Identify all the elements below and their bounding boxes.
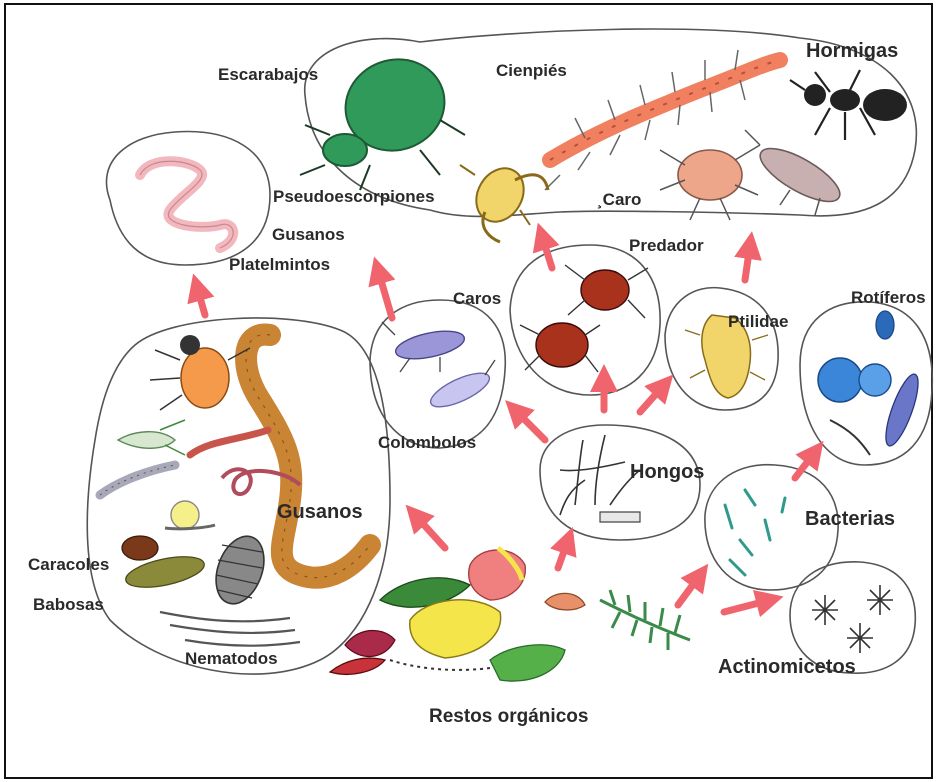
label-colombolos: Colombolos — [378, 433, 476, 452]
centipede-illustration — [545, 50, 780, 190]
rotifer-icon-1 — [818, 358, 862, 402]
leaf-bright-green-icon — [490, 645, 565, 681]
leaf-yellow-icon — [410, 600, 501, 658]
nematode-icon — [160, 612, 300, 646]
actinomycetes-illustration — [812, 585, 893, 653]
organic-residue-illustration — [330, 548, 690, 681]
snail-illustration — [165, 501, 215, 529]
label-ptilidae: Ptilidae — [728, 312, 788, 331]
label-platelmintos: Platelmintos — [229, 255, 330, 274]
earthworm-icon — [246, 335, 370, 578]
label-cienpies: Cienpiés — [496, 61, 567, 80]
woodlouse-illustration — [207, 530, 272, 611]
label-hongos: Hongos — [630, 461, 704, 483]
label-predador: Predador — [629, 236, 704, 255]
rotifers-illustration — [818, 311, 924, 455]
label-gusanos-top: Gusanos — [272, 225, 345, 244]
arrow-fungi-to-springtails — [515, 410, 545, 440]
label-bacterias: Bacterias — [805, 508, 895, 530]
label-caracoles: Caracoles — [28, 555, 109, 574]
small-insect-illustration — [118, 420, 185, 455]
arrow-to-top-mite — [745, 245, 750, 280]
predatory-mite-outline — [510, 245, 660, 395]
label-actinomicetos: Actinomicetos — [718, 656, 856, 678]
label-gusanos-main: Gusanos — [277, 501, 363, 523]
top-mite-illustration — [660, 145, 760, 220]
colombolos-illustration — [382, 322, 495, 413]
top-springtail-illustration — [745, 130, 847, 215]
centipede-icon — [550, 60, 780, 160]
red-mites-illustration — [520, 265, 648, 372]
arrow-flatworm — [197, 287, 205, 315]
fern-icon — [600, 590, 690, 650]
flatworm-illustration — [140, 161, 233, 248]
arrow-worms-to-top — [378, 270, 392, 318]
label-babosas: Babosas — [33, 595, 104, 614]
label-caros: Caros — [453, 289, 501, 308]
bacteria-icon — [725, 505, 732, 528]
springtail-blue-icon — [393, 326, 466, 364]
arrow-to-pseudoscorpion — [542, 236, 552, 268]
mite-icon — [678, 150, 742, 200]
arrow-residue-to-fungi — [558, 540, 568, 568]
arrow-residue-to-worms — [415, 515, 445, 548]
leaf-pink-icon — [469, 550, 526, 600]
caracol-shell-icon — [122, 536, 158, 560]
arrow-residue-to-bacteria — [678, 575, 700, 605]
orange-mite-illustration — [150, 335, 250, 410]
actinomycete-icon-3 — [847, 623, 873, 653]
actinomycete-icon-2 — [867, 585, 893, 615]
ant-icon — [863, 89, 907, 121]
ant-illustration — [790, 70, 907, 140]
red-mite-icon-2 — [536, 323, 588, 367]
snail-icon — [171, 501, 199, 529]
orange-mite-icon — [181, 348, 229, 408]
earthworm-illustration — [246, 335, 370, 578]
arrow-bacteria-to-rotifers — [795, 452, 815, 478]
springtail-icon — [753, 139, 847, 212]
fungi-illustration — [560, 435, 640, 522]
actinomycete-icon-1 — [812, 595, 838, 625]
label-nematodos: Nematodos — [185, 649, 278, 668]
bacteria-illustration — [725, 490, 785, 575]
fungi-hyphae-icon — [560, 435, 640, 515]
label-pseudoescorpiones: Pseudoescorpiones — [273, 187, 435, 206]
red-mite-icon-1 — [581, 270, 629, 310]
pseudoscorpion-icon — [467, 160, 533, 230]
label-hormigas: Hormigas — [806, 40, 898, 62]
pseudoscorpion-illustration — [460, 160, 548, 242]
label-escarabajos: Escarabajos — [218, 65, 318, 84]
beetle-illustration — [300, 46, 465, 190]
slug-illustration — [122, 536, 207, 593]
nematode-illustration — [160, 612, 300, 646]
label-caro: ¸Caro — [597, 190, 641, 209]
woodlouse-icon — [207, 530, 272, 611]
label-rotiferos: Rotíferos — [851, 288, 926, 307]
arrow-fungi-to-ptiliidae — [640, 385, 664, 412]
leaf-orange-icon — [545, 593, 585, 610]
flatworm-icon — [140, 161, 233, 248]
arrow-residue-to-actinomycetes — [724, 600, 770, 612]
label-restos: Restos orgánicos — [429, 706, 588, 727]
